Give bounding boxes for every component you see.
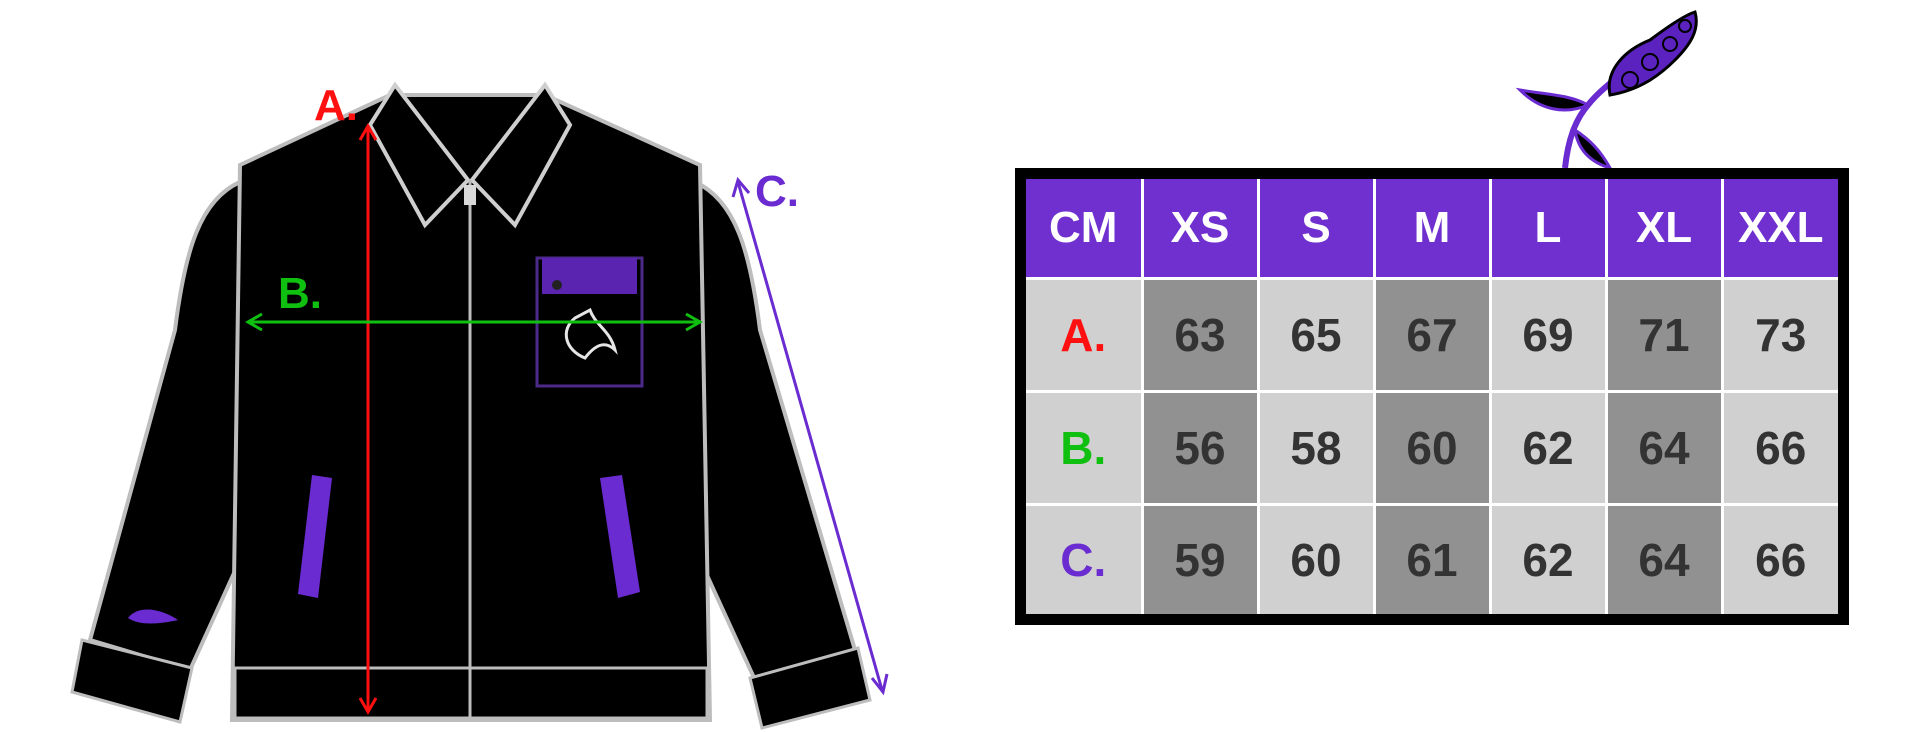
pocket-button <box>552 280 562 290</box>
row-label-a: A. <box>1026 277 1144 393</box>
lilac-flower-icon <box>1515 10 1698 171</box>
header-size-xxl: XXL <box>1720 179 1838 280</box>
size-header-row: CM XS S M L XL XXL <box>1026 179 1838 280</box>
table-cell: 65 <box>1256 277 1376 393</box>
right-cuff <box>748 646 872 730</box>
measure-line-c <box>736 181 884 691</box>
left-cuff <box>70 638 194 724</box>
size-row-c: C. 59 60 61 62 64 66 <box>1026 502 1838 614</box>
jacket-illustration: A. B. C. <box>0 0 940 732</box>
left-sleeve <box>87 179 253 673</box>
table-cell: 73 <box>1720 277 1838 393</box>
table-cell: 60 <box>1372 389 1492 506</box>
table-cell: 62 <box>1488 389 1608 506</box>
table-cell: 66 <box>1720 389 1838 506</box>
flower-leaf-left <box>1515 87 1592 112</box>
flower-leaf-right <box>1573 126 1614 171</box>
table-cell: 59 <box>1140 502 1260 614</box>
measure-label-b: B. <box>278 269 322 318</box>
measure-label-a: A. <box>314 81 358 130</box>
size-table: CM XS S M L XL XXL A. 63 65 67 69 71 73 … <box>1026 179 1838 614</box>
right-sleeve <box>687 178 858 683</box>
size-chart: CM XS S M L XL XXL A. 63 65 67 69 71 73 … <box>1015 168 1849 625</box>
header-size-xl: XL <box>1604 179 1724 280</box>
size-row-b: B. 56 58 60 62 64 66 <box>1026 389 1838 506</box>
table-cell: 58 <box>1256 389 1376 506</box>
measure-a-arrow-top-icon <box>358 122 378 141</box>
table-cell: 66 <box>1720 502 1838 614</box>
header-size-s: S <box>1256 179 1376 280</box>
header-size-l: L <box>1488 179 1608 280</box>
measure-c-arrow-bottom-icon <box>870 673 889 696</box>
table-cell: 61 <box>1372 502 1492 614</box>
table-cell: 62 <box>1488 502 1608 614</box>
row-label-c: C. <box>1026 502 1144 614</box>
measure-a-arrow-bottom-icon <box>358 697 378 716</box>
header-size-xs: XS <box>1140 179 1260 280</box>
jacket-drawing <box>70 81 889 730</box>
table-cell: 71 <box>1604 277 1724 393</box>
table-cell: 63 <box>1140 277 1260 393</box>
measure-b-arrow-left-icon <box>244 312 263 332</box>
table-cell: 64 <box>1604 389 1724 506</box>
right-collar <box>469 81 573 229</box>
size-row-a: A. 63 65 67 69 71 73 <box>1026 277 1838 393</box>
row-label-b: B. <box>1026 389 1144 506</box>
table-cell: 69 <box>1488 277 1608 393</box>
chest-emblem-icon <box>564 307 618 360</box>
left-collar <box>367 81 471 229</box>
measure-b-arrow-right-icon <box>685 312 704 332</box>
header-unit: CM <box>1026 179 1144 280</box>
sleeve-emblem-icon <box>128 609 178 624</box>
table-cell: 64 <box>1604 502 1724 614</box>
measure-label-c: C. <box>755 167 799 216</box>
table-cell: 56 <box>1140 389 1260 506</box>
header-size-m: M <box>1372 179 1492 280</box>
table-cell: 60 <box>1256 502 1376 614</box>
left-side-pocket <box>298 475 332 598</box>
measure-c-arrow-top-icon <box>731 176 751 198</box>
right-side-pocket <box>600 475 640 598</box>
table-cell: 67 <box>1372 277 1492 393</box>
zipper-pull <box>464 185 476 205</box>
